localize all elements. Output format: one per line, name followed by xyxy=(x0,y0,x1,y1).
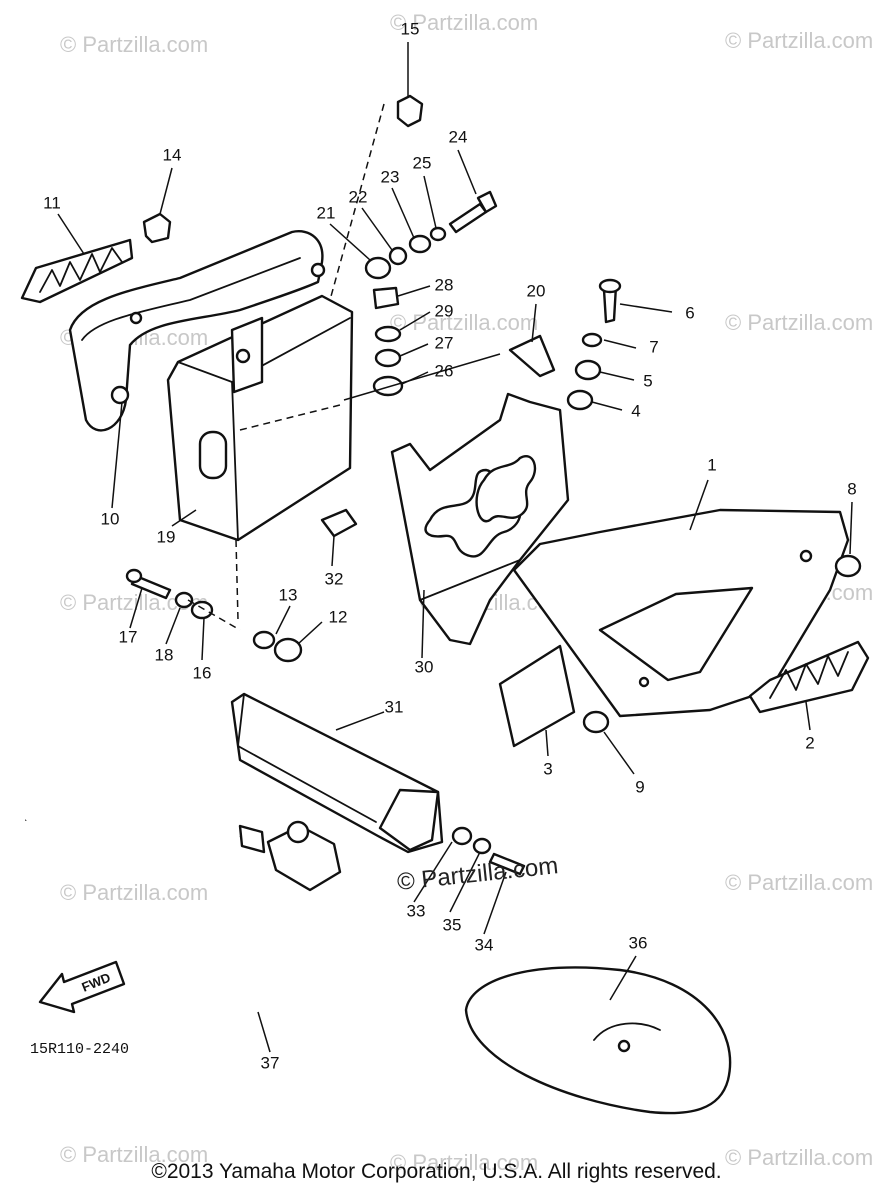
watermark: © Partzilla.com xyxy=(725,28,873,53)
callout-19: 19 xyxy=(157,527,176,546)
callout-9: 9 xyxy=(635,777,644,796)
callout-24: 24 xyxy=(449,127,468,146)
callout-8: 8 xyxy=(847,479,856,498)
part-19-battery-box xyxy=(166,294,354,542)
callout-29: 29 xyxy=(435,301,454,320)
callout-16: 16 xyxy=(193,663,212,682)
fwd-arrow: FWD xyxy=(38,960,126,1014)
callout-10: 10 xyxy=(101,509,120,528)
callout-5: 5 xyxy=(643,371,652,390)
part-37-hose xyxy=(14,791,356,1017)
callout-12: 12 xyxy=(329,607,348,626)
callout-21: 21 xyxy=(317,203,336,222)
watermark: © Partzilla.com xyxy=(390,1150,538,1175)
hardware xyxy=(125,94,862,876)
callout-1: 1 xyxy=(707,455,716,474)
callout-31: 31 xyxy=(385,697,404,716)
leader-lines xyxy=(57,42,853,1053)
callout-34: 34 xyxy=(475,935,494,954)
callout-13: 13 xyxy=(279,585,298,604)
callout-27: 27 xyxy=(435,333,454,352)
center-watermark: © Partzilla.com xyxy=(396,852,560,896)
callout-33: 33 xyxy=(407,901,426,920)
callout-7: 7 xyxy=(649,337,658,356)
part-2-emblem xyxy=(748,640,870,714)
watermark: © Partzilla.com xyxy=(60,1142,208,1167)
watermark: © Partzilla.com xyxy=(725,1145,873,1170)
callout-6: 6 xyxy=(685,303,694,322)
callout-36: 36 xyxy=(629,933,648,952)
callout-23: 23 xyxy=(381,167,400,186)
callout-28: 28 xyxy=(435,275,454,294)
callout-11: 11 xyxy=(43,193,61,212)
callout-22: 22 xyxy=(349,187,368,206)
callout-4: 4 xyxy=(631,401,640,420)
watermark: © Partzilla.com xyxy=(725,310,873,335)
callout-35: 35 xyxy=(443,915,462,934)
callout-14: 14 xyxy=(163,145,182,164)
watermark: © Partzilla.com xyxy=(60,880,208,905)
part-10-frame xyxy=(68,230,326,432)
part-36-pad xyxy=(464,966,732,1115)
callout-32: 32 xyxy=(325,569,344,588)
callout-15: 15 xyxy=(401,19,420,38)
drawing-code: 15R110-2240 xyxy=(30,1041,129,1058)
part-1-side-cover xyxy=(512,508,850,718)
part-31-duct xyxy=(230,692,444,854)
callout-3: 3 xyxy=(543,759,552,778)
watermark: © Partzilla.com xyxy=(390,310,538,335)
part-11-emblem xyxy=(20,238,134,304)
callout-labels: 1 2 3 4 5 6 7 8 9 10 11 12 13 14 15 16 1… xyxy=(43,19,857,1072)
part-3-pad xyxy=(498,644,576,748)
callout-25: 25 xyxy=(413,153,432,172)
callout-37: 37 xyxy=(261,1053,280,1072)
alignment-lines xyxy=(187,103,501,631)
part-30-bracket xyxy=(390,392,570,646)
watermark: © Partzilla.com xyxy=(725,870,873,895)
watermark: © Partzilla.com xyxy=(60,32,208,57)
watermark: © Partzilla.com xyxy=(390,10,538,35)
callout-17: 17 xyxy=(119,627,138,646)
callout-2: 2 xyxy=(805,733,814,752)
callout-18: 18 xyxy=(155,645,174,664)
copyright-notice: ©2013 Yamaha Motor Corporation, U.S.A. A… xyxy=(151,1160,722,1183)
callout-26: 26 xyxy=(435,361,454,380)
callout-30: 30 xyxy=(415,657,434,676)
callout-20: 20 xyxy=(527,281,546,300)
